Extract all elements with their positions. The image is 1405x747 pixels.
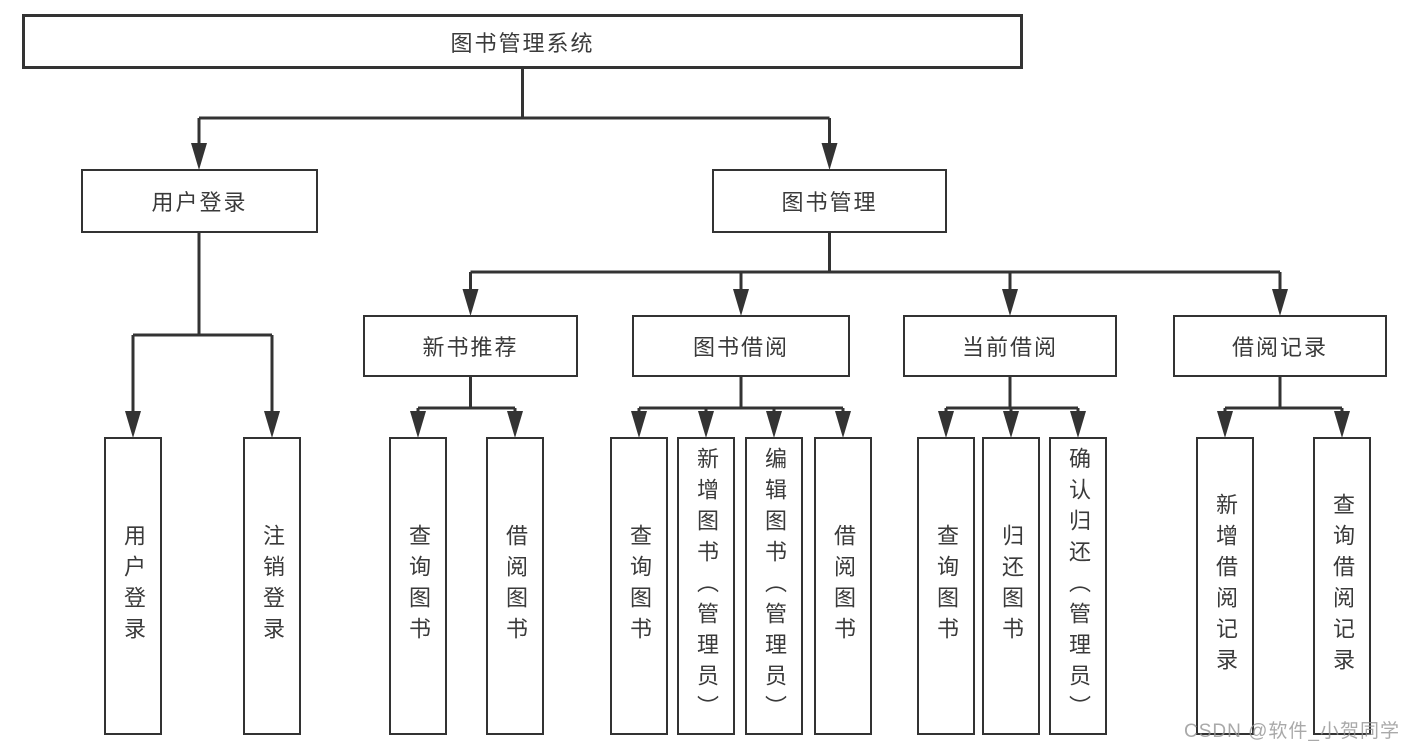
- node-label: 用户登录: [151, 190, 248, 215]
- node-label: 当前借阅: [961, 335, 1058, 360]
- node-label: 图书借阅: [692, 335, 789, 360]
- node-borrow-books: 借阅图书: [814, 437, 872, 735]
- node-label: 归还图书: [999, 524, 1024, 648]
- node-label: 借阅记录: [1231, 335, 1328, 360]
- node-return-books: 归还图书: [982, 437, 1040, 735]
- node-logout: 注销登录: [243, 437, 301, 735]
- node-query-books-recommend: 查询图书: [389, 437, 447, 735]
- node-label: 注销登录: [260, 524, 285, 648]
- node-current-borrow: 当前借阅: [903, 315, 1117, 377]
- node-edit-books-admin: 编辑图书（管理员）: [745, 437, 803, 735]
- node-label: 借阅图书: [503, 524, 528, 648]
- node-label: 查询借阅记录: [1330, 493, 1355, 679]
- node-label: 编辑图书（管理员）: [762, 446, 787, 726]
- arrowhead-icons: [125, 143, 1350, 438]
- node-label: 查询图书: [627, 524, 652, 648]
- node-query-borrow-record: 查询借阅记录: [1313, 437, 1371, 735]
- node-label: 新书推荐: [422, 335, 519, 360]
- node-label: 新增借阅记录: [1213, 493, 1238, 679]
- node-label: 借阅图书: [831, 524, 856, 648]
- node-user-login-action: 用户登录: [104, 437, 162, 735]
- node-label: 图书管理: [781, 190, 878, 215]
- node-new-book-recommend: 新书推荐: [363, 315, 578, 377]
- node-label: 查询图书: [406, 524, 431, 648]
- node-add-borrow-record: 新增借阅记录: [1196, 437, 1254, 735]
- node-query-books-borrow: 查询图书: [610, 437, 668, 735]
- node-borrow-records: 借阅记录: [1173, 315, 1387, 377]
- csdn-watermark: CSDN @软件_小贺同学: [1184, 721, 1400, 742]
- node-query-books-current: 查询图书: [917, 437, 975, 735]
- node-library-management-system: 图书管理系统: [22, 14, 1023, 69]
- node-add-books-admin: 新增图书（管理员）: [677, 437, 735, 735]
- node-borrow-books-recommend: 借阅图书: [486, 437, 544, 735]
- node-label: 确认归还（管理员）: [1066, 446, 1091, 726]
- node-book-borrow: 图书借阅: [632, 315, 850, 377]
- node-label: 新增图书（管理员）: [694, 446, 719, 726]
- node-label: 用户登录: [121, 524, 146, 648]
- node-book-management: 图书管理: [712, 169, 947, 233]
- node-user-login: 用户登录: [81, 169, 318, 233]
- node-label: 查询图书: [934, 524, 959, 648]
- node-confirm-return-admin: 确认归还（管理员）: [1049, 437, 1107, 735]
- node-label: 图书管理系统: [450, 30, 595, 56]
